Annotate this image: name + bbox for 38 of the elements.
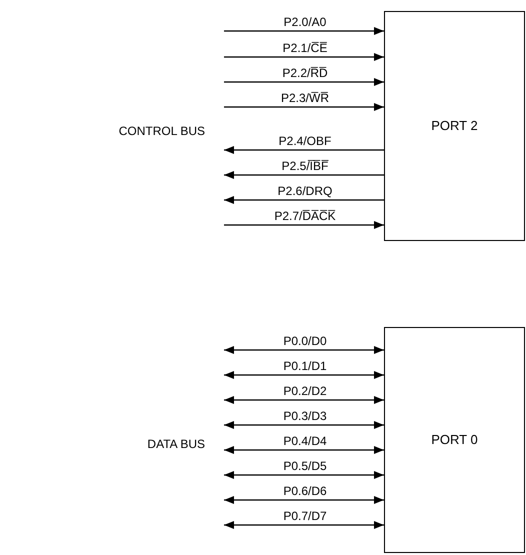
arrow (224, 496, 384, 504)
arrow (224, 27, 384, 35)
edge-label: P0.3/D3 (282, 409, 328, 423)
edge-label: P0.4/D4 (282, 434, 328, 448)
arrow (224, 346, 384, 354)
bus-label: DATA BUS (147, 436, 205, 453)
port-name: PORT 0 (431, 431, 478, 450)
arrow (224, 521, 384, 529)
edge-label: P2.2/R̅D̅ (281, 66, 329, 80)
arrow (224, 78, 384, 86)
edge-label: P2.3/W̅R̅ (280, 91, 330, 105)
port-box (384, 11, 525, 241)
edge-label: P2.7/D̅A̅C̅K̅ (273, 209, 337, 223)
port-name: PORT 2 (431, 117, 478, 136)
edge-label: P0.7/D7 (282, 509, 328, 523)
edge-label: P2.1/C̅E̅ (282, 41, 328, 55)
arrow (224, 471, 384, 479)
arrow (224, 446, 384, 454)
edge-label: P0.1/D1 (282, 359, 328, 373)
edge-label: P0.0/D0 (282, 334, 328, 348)
arrow (224, 146, 384, 154)
edge-label: P0.5/D5 (282, 459, 328, 473)
edge-label: P2.5/I̅B̅F̅ (280, 159, 330, 173)
arrow (224, 221, 384, 229)
arrow (224, 53, 384, 61)
edge-label: P2.4/OBF (278, 134, 332, 148)
arrow (224, 421, 384, 429)
arrow (224, 171, 384, 179)
edge-label: P2.0/A0 (282, 15, 328, 29)
edge-label: P0.2/D2 (282, 384, 328, 398)
edge-label: P0.6/D6 (282, 484, 328, 498)
bus-label: CONTROL BUS (118, 123, 205, 140)
arrow (224, 396, 384, 404)
port-box (384, 327, 525, 553)
edge-label: P2.6/DRQ (276, 184, 334, 198)
arrow (224, 103, 384, 111)
arrow (224, 196, 384, 204)
arrow (224, 371, 384, 379)
